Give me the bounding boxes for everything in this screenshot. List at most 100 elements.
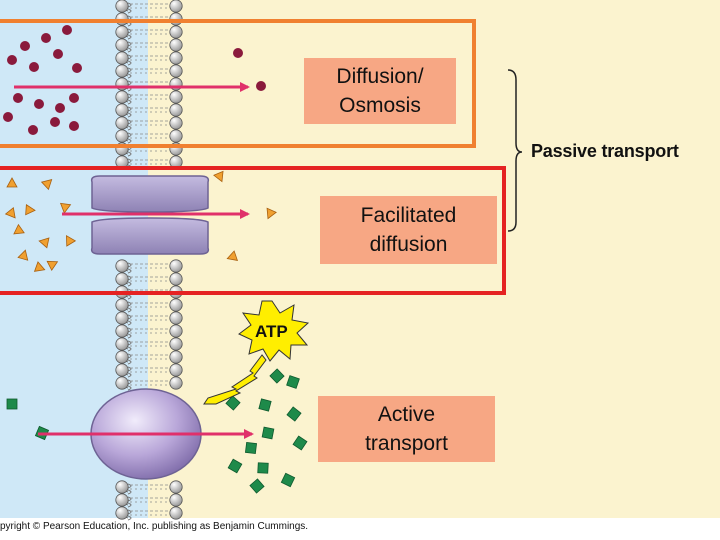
lipid-head [115,298,129,312]
lipid-head [169,480,183,494]
lipid-head [115,480,129,494]
circle-molecule-icon [13,93,23,103]
lipid-head [115,272,129,286]
lipid-head [169,350,183,364]
copyright-notice: pyright © Pearson Education, Inc. publis… [0,521,309,532]
lipid-head [115,259,129,273]
lipid-head [115,25,129,39]
lipid-head [115,311,129,325]
lipid-head [169,298,183,312]
active-transport-label: Active transport [318,396,495,462]
lipid-head [115,337,129,351]
square-molecule-icon [258,398,272,412]
circle-molecule-icon [256,81,266,91]
lipid-head [115,51,129,65]
lipid-head [169,259,183,273]
lipid-head [169,90,183,104]
facilitated-diffusion-label: Facilitated diffusion [320,196,497,264]
square-molecule-icon [257,462,269,474]
lipid-head [115,0,129,13]
triangle-molecule-icon [6,177,18,188]
circle-molecule-icon [69,93,79,103]
circle-molecule-icon [55,103,65,113]
triangle-molecule-icon [59,202,72,214]
lipid-head [115,129,129,143]
lipid-head [115,350,129,364]
triangle-molecule-icon [17,249,29,261]
circle-molecule-icon [29,62,39,72]
lipid-head [169,0,183,13]
lipid-head [115,38,129,52]
lipid-head [169,129,183,143]
circle-molecule-icon [69,121,79,131]
passive-transport-label: Passive transport [531,141,679,161]
triangle-molecule-icon [38,237,50,249]
atp-burst-icon: ATP [238,300,310,362]
triangle-molecule-icon [226,250,239,261]
square-molecule-icon [244,441,258,455]
passive-transport-bracket [507,69,523,232]
lipid-head [169,363,183,377]
channel-protein [90,175,210,255]
triangle-molecule-icon [4,207,16,219]
square-molecule-icon [225,395,241,411]
lipid-head [115,64,129,78]
square-molecule-icon [269,368,285,384]
square-molecule-icon [286,375,300,389]
triangle-molecule-icon [25,204,36,216]
circle-molecule-icon [20,41,30,51]
circle-molecule-icon [3,25,266,135]
triangle-molecule-icon [46,260,59,272]
square-molecule-icon [227,458,243,474]
triangle-molecule-icon [266,207,277,220]
triangle-molecule-icon [33,261,46,272]
lipid-head [115,324,129,338]
circle-molecule-icon [3,112,13,122]
triangle-molecule-icon [13,223,25,235]
triangle-molecule-icon [213,170,224,183]
circle-molecule-icon [233,48,243,58]
facilitated-frame [0,166,506,295]
lipid-head [169,311,183,325]
lipid-head [169,506,183,520]
circle-molecule-icon [72,63,82,73]
circle-molecule-icon [41,33,51,43]
diffusion-osmosis-label: Diffusion/ Osmosis [304,58,456,124]
lipid-head [115,493,129,507]
circle-molecule-icon [62,25,72,35]
square-molecule-icon [280,472,296,488]
lipid-head [169,376,183,390]
triangle-molecule-icon [4,170,277,272]
active-label-line2: transport [365,432,448,455]
circle-molecule-icon [28,125,38,135]
circle-molecule-icon [53,49,63,59]
square-molecule-icon [292,435,308,451]
circle-molecule-icon [34,99,44,109]
triangle-molecule-icon [40,179,53,191]
lipid-head [115,90,129,104]
lipid-head [115,506,129,520]
square-molecule-icon [249,478,265,494]
lipid-head [169,116,183,130]
facilitated-label-line1: Facilitated [360,204,457,227]
facilitated-label-line2: diffusion [369,233,448,256]
lipid-head [169,272,183,286]
lipid-head [115,103,129,117]
lipid-head [169,337,183,351]
circle-molecule-icon [50,117,60,127]
active-label-line1: Active [377,403,436,426]
lipid-head [169,38,183,52]
diffusion-frame [0,19,476,148]
lipid-head [169,51,183,65]
diffusion-label-line2: Osmosis [339,94,421,117]
square-molecule-icon [6,398,18,410]
lipid-head [115,376,129,390]
atp-label: ATP [255,322,288,341]
diffusion-label-line1: Diffusion/ [336,65,424,88]
lipid-head [169,64,183,78]
lipid-head [115,116,129,130]
lipid-head [169,103,183,117]
lipid-head [169,324,183,338]
square-molecule-icon [261,426,275,440]
lightning-bolt-icon [203,354,267,405]
